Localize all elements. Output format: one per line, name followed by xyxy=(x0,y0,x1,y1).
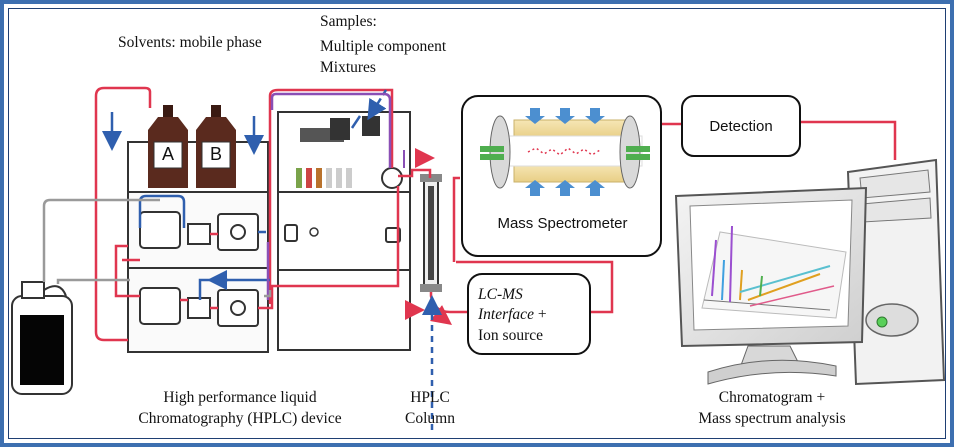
flow-lines-gray xyxy=(42,198,272,298)
flow-lines-red xyxy=(94,86,897,342)
lcms-label-line2: Interface + xyxy=(478,305,547,324)
autosampler-icon xyxy=(277,111,411,351)
waste-jug-icon xyxy=(11,281,73,395)
samples-label-line3: Mixtures xyxy=(320,59,376,76)
computer-tower-icon xyxy=(846,158,946,386)
solvents-label: Solvents: mobile phase xyxy=(118,34,262,51)
mass-spectrometer-label: Mass Spectrometer xyxy=(497,215,628,232)
chromatogram-plot xyxy=(701,225,847,319)
pump-icon xyxy=(139,211,259,251)
lcms-interface-box xyxy=(467,273,591,355)
mass-spectrometer-box xyxy=(461,95,662,257)
lcms-label-line1: LC-MS xyxy=(478,286,523,303)
flow-lines-purple xyxy=(266,92,392,300)
samples-label-line2: Multiple component xyxy=(320,38,447,55)
column-label-line2: Column xyxy=(405,410,455,427)
detection-box xyxy=(681,95,801,157)
lcms-label-line3: Ion source xyxy=(478,327,543,344)
analysis-label-line2: Mass spectrum analysis xyxy=(698,410,846,427)
bottle-a-label: A xyxy=(161,144,174,164)
column-icon xyxy=(420,174,442,292)
analysis-label-line1: Chromatogram + xyxy=(718,389,826,406)
hplc-device-label-line2: Chromatography (HPLC) device xyxy=(138,410,342,427)
detection-label: Detection xyxy=(709,118,773,135)
solvent-bottle-icon xyxy=(148,105,188,188)
bottle-b-label: B xyxy=(209,144,222,164)
computer-monitor-icon xyxy=(674,186,868,385)
pump-icon xyxy=(139,287,259,327)
samples-label-line1: Samples: xyxy=(320,13,377,30)
lcms-interface-text: Interface xyxy=(478,306,534,323)
lcms-plus-text: + xyxy=(533,306,547,323)
hplc-device-label-line1: High performance liquid xyxy=(163,389,317,406)
solvent-bottle-icon xyxy=(196,105,236,188)
column-label-line1: HPLC xyxy=(410,389,450,406)
